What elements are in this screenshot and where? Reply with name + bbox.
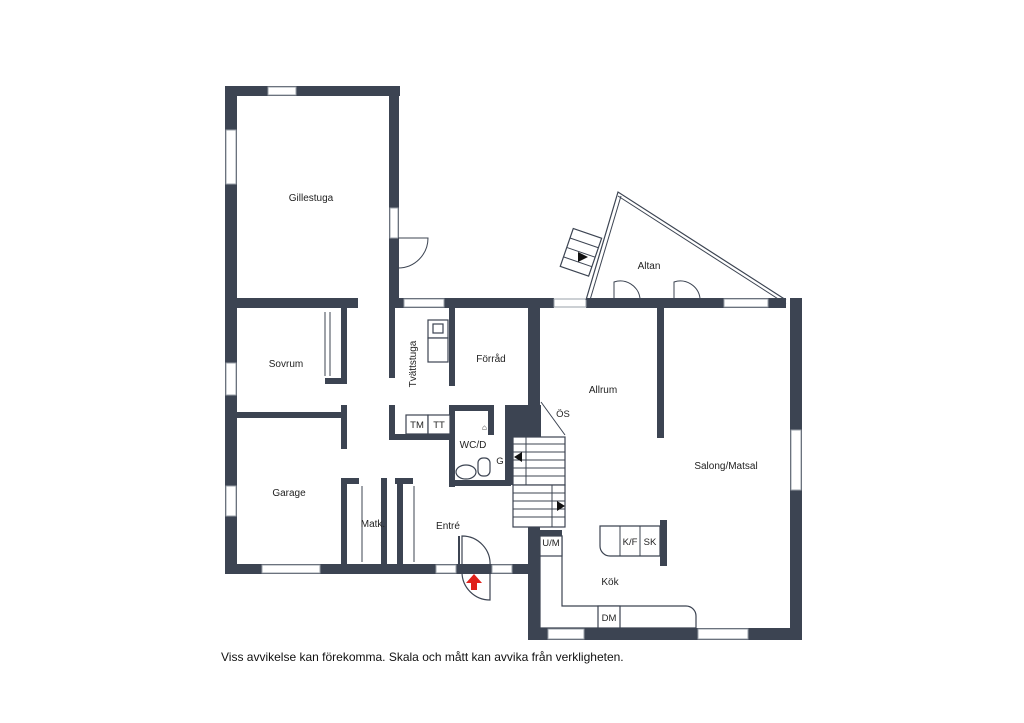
room-label-kok: Kök <box>601 577 619 588</box>
stair-arrow-icon <box>514 452 522 462</box>
toilet-icon <box>477 457 491 477</box>
room-label-salong-matsal: Salong/Matsal <box>694 461 757 472</box>
room-label-sovrum: Sovrum <box>269 359 303 370</box>
room-label-garage: Garage <box>272 488 306 499</box>
entrance-arrow-icon <box>466 574 482 590</box>
room-label-wcd: WC/D <box>460 440 487 451</box>
room-label-gillestuga: Gillestuga <box>289 193 334 204</box>
fixture-label-dm: DM <box>602 613 617 624</box>
washbasin-icon <box>455 464 477 480</box>
room-label-entre: Entré <box>436 521 460 532</box>
svg-text:⌂: ⌂ <box>482 423 487 432</box>
room-label-forrad: Förråd <box>476 353 505 365</box>
room-label-matk: Matk. <box>361 519 385 530</box>
disclaimer-text: Viss avvikelse kan förekomma. Skala och … <box>221 650 624 664</box>
deck-stairs <box>559 227 603 277</box>
kitchen-counters <box>539 525 697 629</box>
fixture-label-kf: K/F <box>623 537 638 548</box>
fixture-label-um: U/M <box>542 538 560 549</box>
exterior-walls <box>225 86 802 640</box>
room-label-altan: Altan <box>638 261 661 272</box>
fixture-label-tm: TM <box>410 420 424 431</box>
closets <box>324 312 415 562</box>
room-label-tvattstuga: Tvättstuga <box>408 340 419 387</box>
laundry-fixtures <box>405 319 451 435</box>
stair-arrow-icon <box>578 252 588 262</box>
stair-arrow-icon <box>557 501 565 511</box>
fixture-label-os: ÖS <box>556 409 570 420</box>
deck-outline <box>559 191 787 305</box>
room-label-allrum: Allrum <box>589 385 617 396</box>
fixture-label-tt: TT <box>433 420 445 431</box>
interior-walls <box>237 306 667 568</box>
fixture-label-g: G <box>496 456 503 467</box>
staircase <box>512 401 566 528</box>
fixture-label-sk: SK <box>644 537 657 548</box>
doors <box>397 237 701 601</box>
windows <box>225 86 802 640</box>
wc-fixtures: ⌂ <box>455 423 491 480</box>
